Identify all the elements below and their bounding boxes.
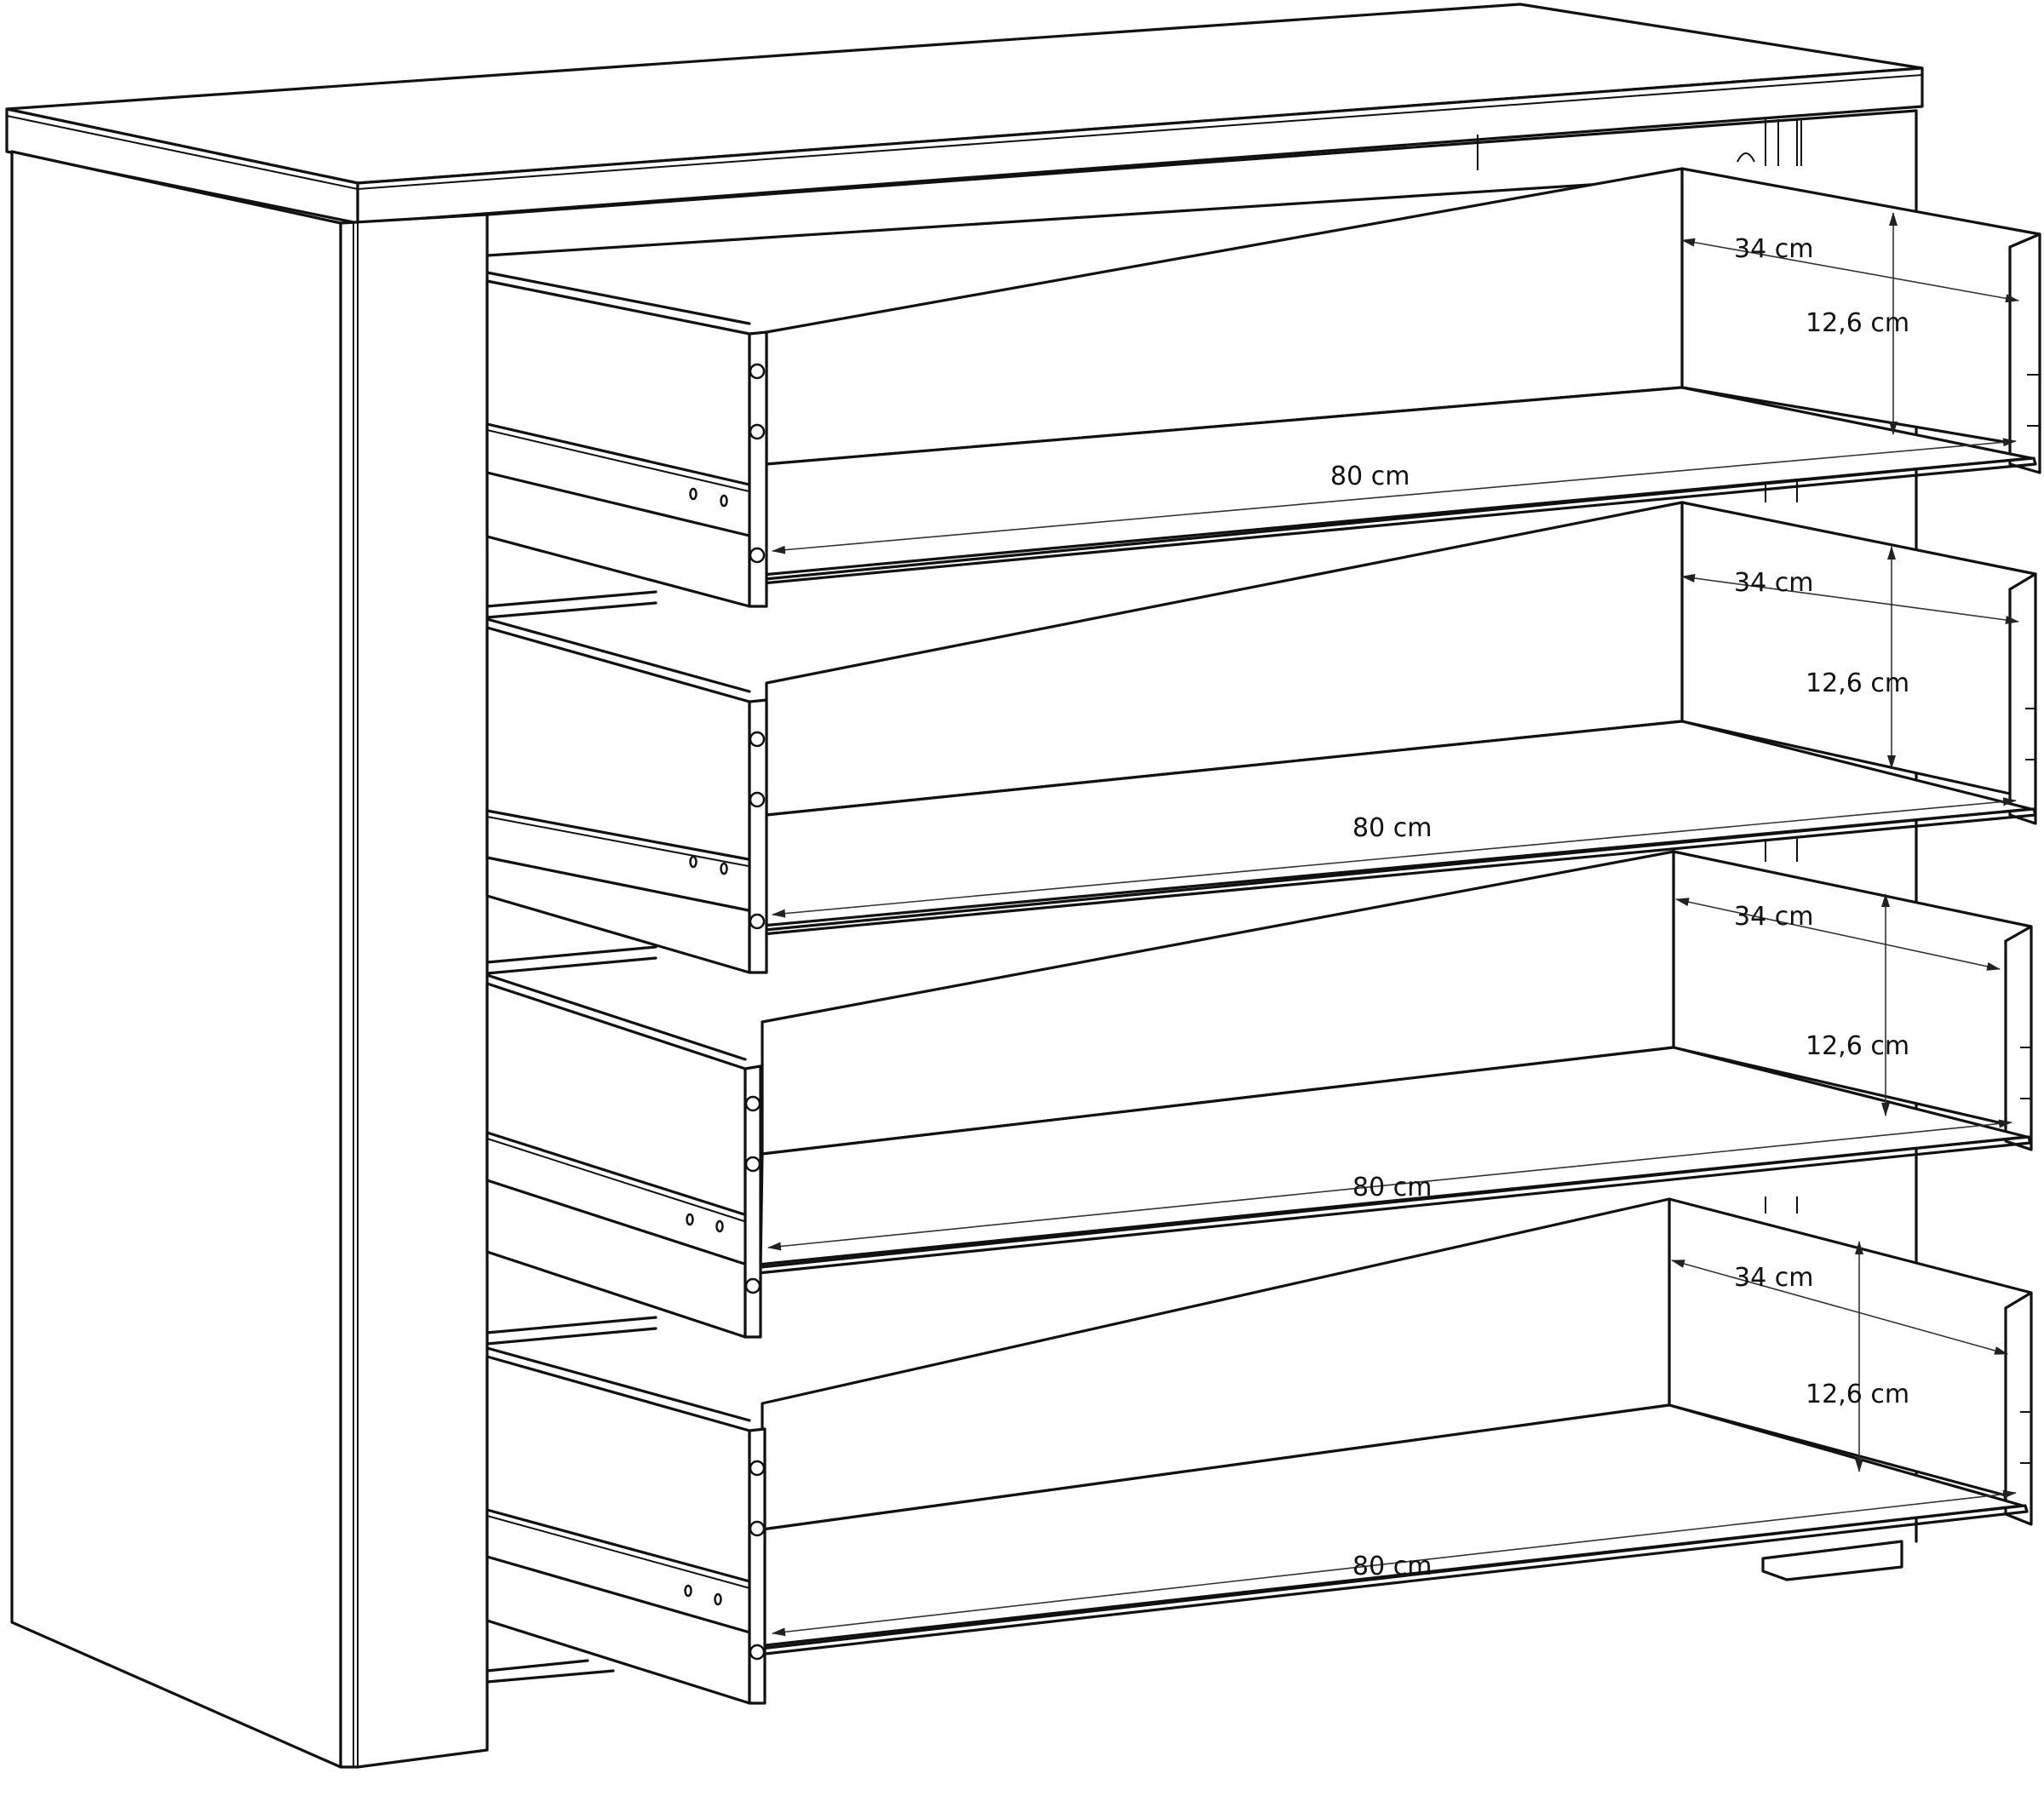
drawer-2-height-label: 12,6 cm — [1806, 668, 1910, 698]
cabinet-left-side — [10, 150, 489, 1769]
drawer-2-depth-label: 34 cm — [1734, 568, 1814, 598]
drawer-3 — [485, 850, 2033, 1339]
drawer-4-height-label: 12,6 cm — [1806, 1380, 1910, 1409]
drawer-4 — [485, 1197, 2033, 1705]
drawer-2-width-label: 80 cm — [1352, 813, 1433, 843]
drawer-1-depth-label: 34 cm — [1734, 234, 1814, 264]
drawer-2 — [485, 501, 2037, 974]
drawer-3-width-label: 80 cm — [1352, 1173, 1433, 1202]
cabinet-top — [5, 3, 1924, 225]
drawer-1-height-label: 12,6 cm — [1806, 308, 1910, 338]
drawer-1 — [485, 167, 2041, 608]
drawer-1-width-label: 80 cm — [1330, 462, 1410, 491]
drawer-3-depth-label: 34 cm — [1734, 902, 1814, 932]
drawer-4-depth-label: 34 cm — [1734, 1263, 1814, 1293]
drawer-4-width-label: 80 cm — [1352, 1552, 1433, 1581]
drawer-3-height-label: 12,6 cm — [1806, 1031, 1910, 1061]
